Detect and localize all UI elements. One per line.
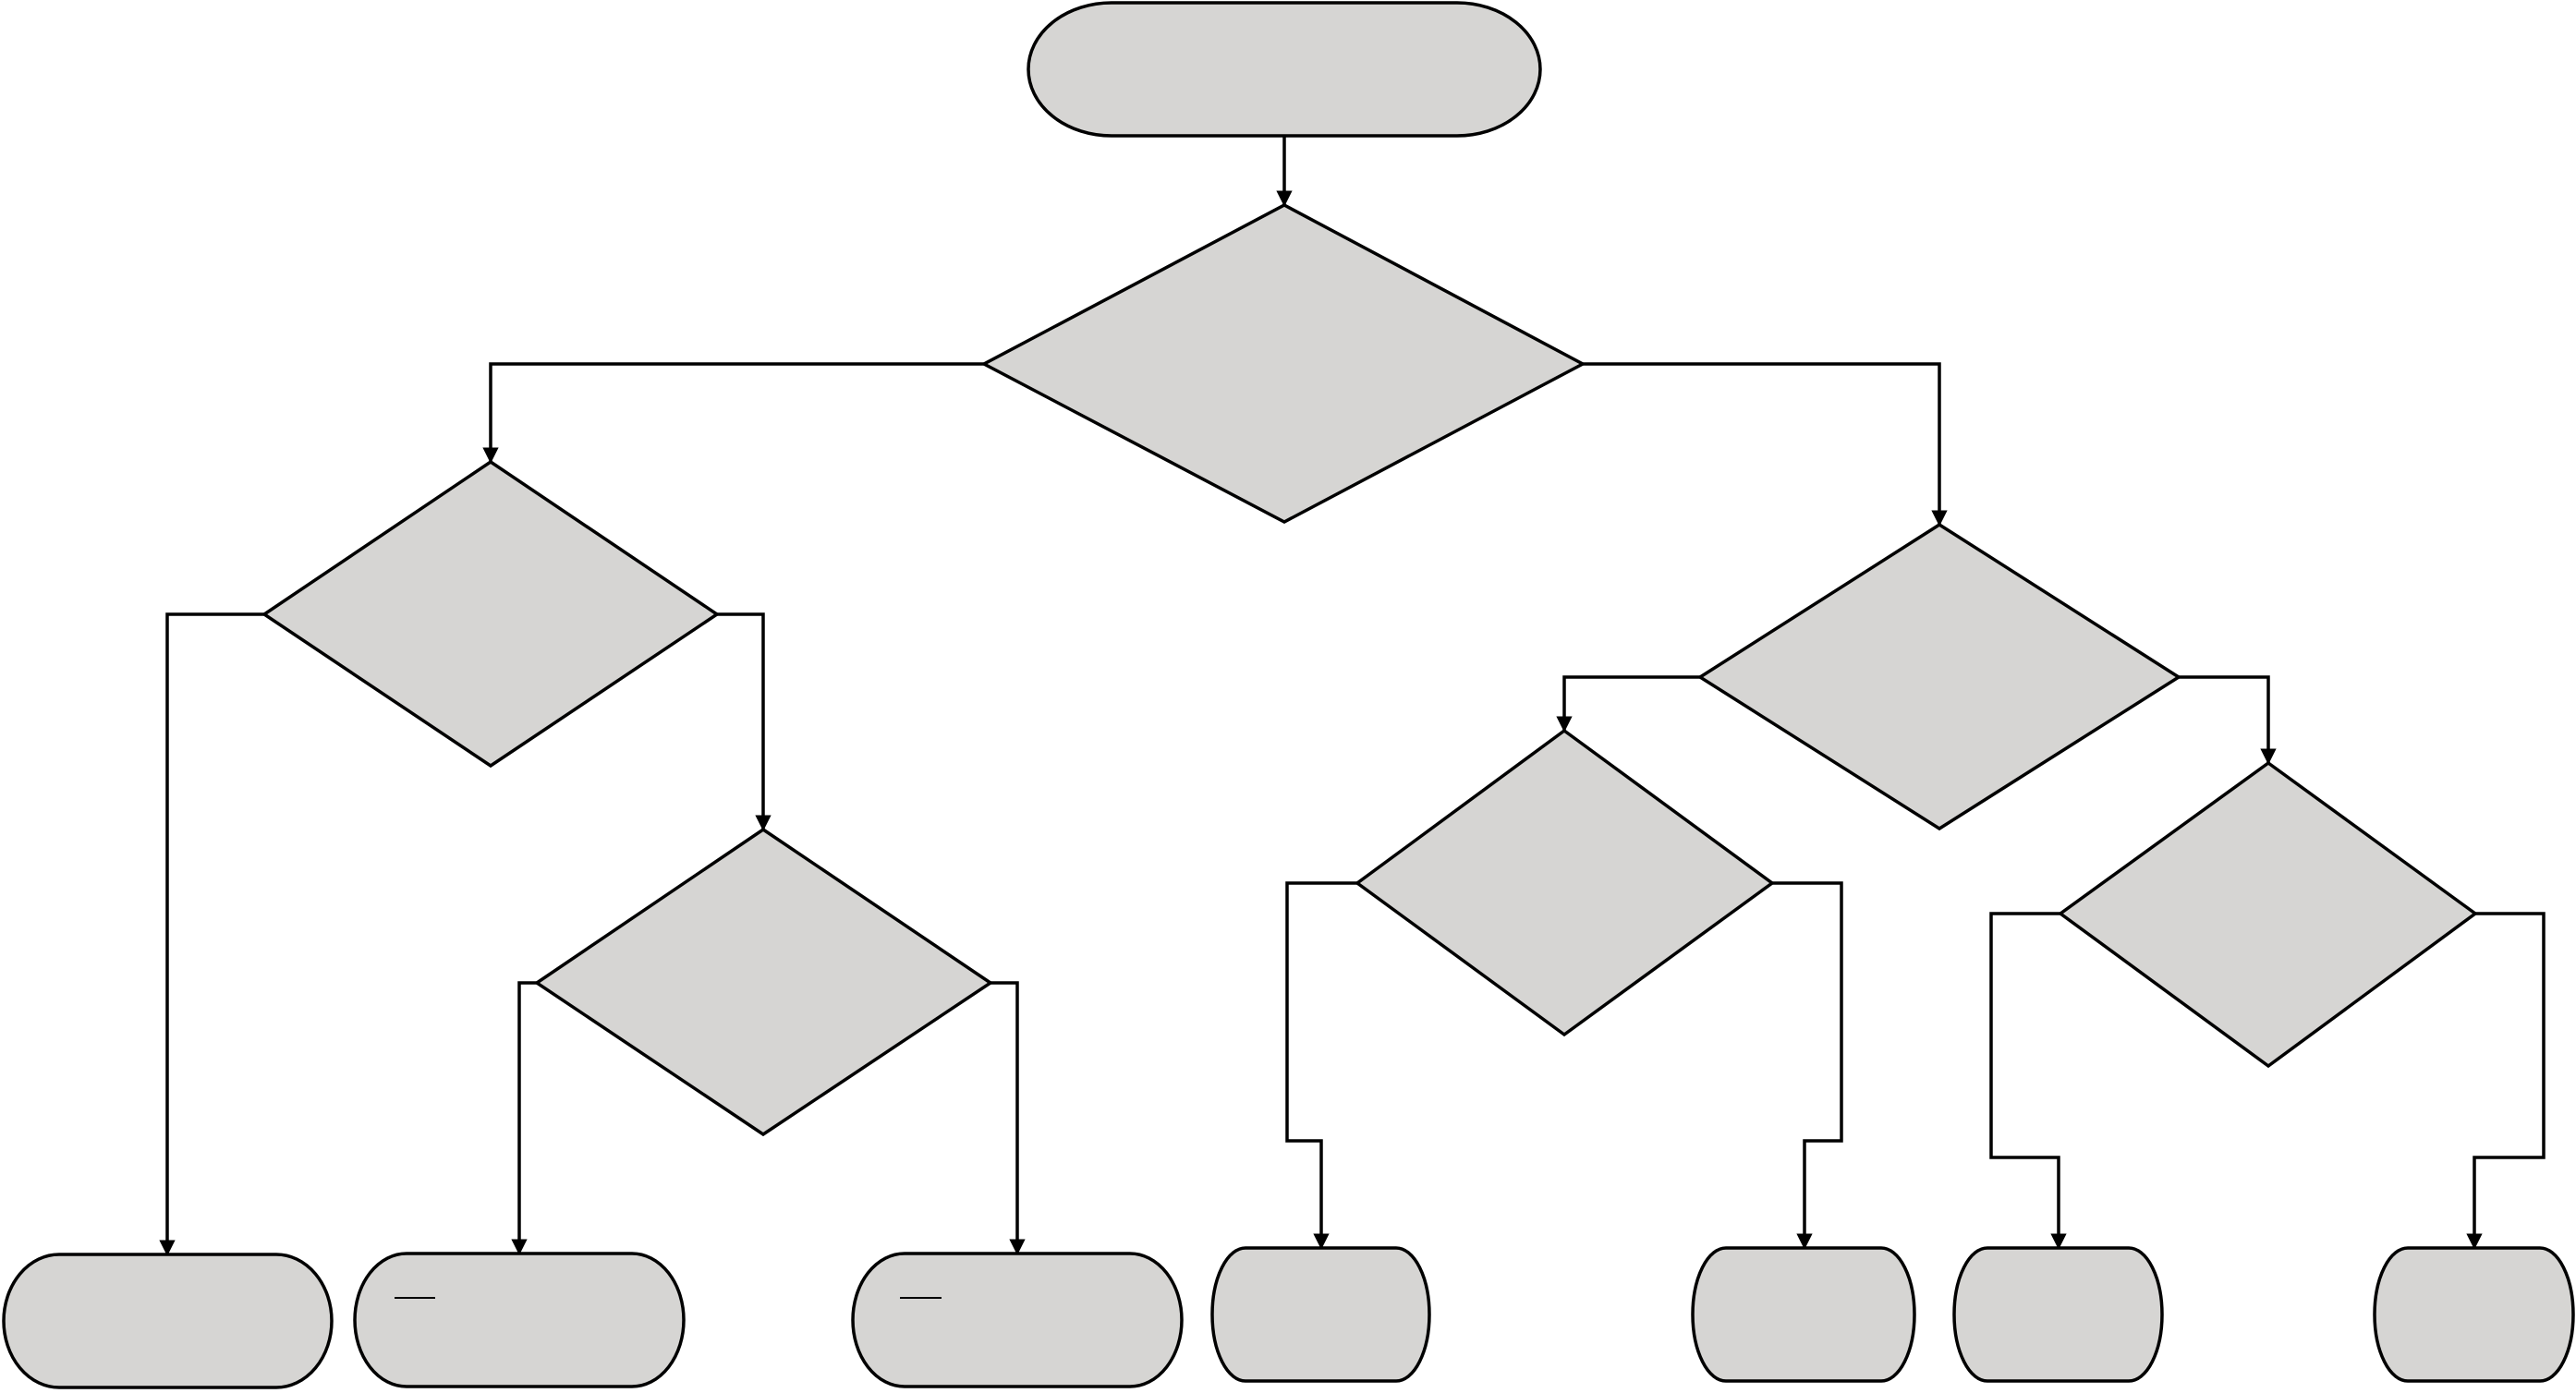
edge-right-a-to-end-5 [1772, 881, 1843, 1250]
edge-right-b-to-end-6 [1989, 912, 2067, 1250]
decision-diamond-left [261, 459, 721, 769]
decision-diamond-root [980, 203, 1586, 524]
end-terminator-7 [2373, 1246, 2575, 1383]
edge-right-b-to-end-7 [2466, 912, 2546, 1250]
decision-diamond-right-a [1355, 728, 1775, 1037]
end-terminator-2 [353, 1252, 686, 1388]
start-terminator [1027, 1, 1542, 138]
edge-left-inner-to-end-3 [990, 981, 1026, 1255]
edge-left-to-left-inner [717, 612, 772, 831]
connectors [159, 137, 2546, 1256]
end-terminator-5 [1691, 1246, 1916, 1383]
end-terminator-6 [1952, 1246, 2164, 1383]
edge-right-to-right-a [1556, 675, 1700, 733]
edge-root-to-right [1583, 362, 1948, 527]
edge-left-to-end-1 [159, 612, 264, 1256]
edge-left-inner-to-end-2 [511, 981, 537, 1255]
decision-diamond-right [1696, 522, 2182, 831]
decision-diamond-left-inner [533, 827, 994, 1137]
end-terminator-1 [2, 1253, 334, 1389]
decision-diamond-right-b [2058, 760, 2478, 1069]
edge-right-a-to-end-4 [1285, 881, 1357, 1250]
edge-right-to-right-b [2179, 675, 2277, 765]
end-terminator-4 [1210, 1246, 1431, 1383]
end-terminator-3 [851, 1252, 1184, 1388]
edge-root-to-left [482, 362, 984, 464]
